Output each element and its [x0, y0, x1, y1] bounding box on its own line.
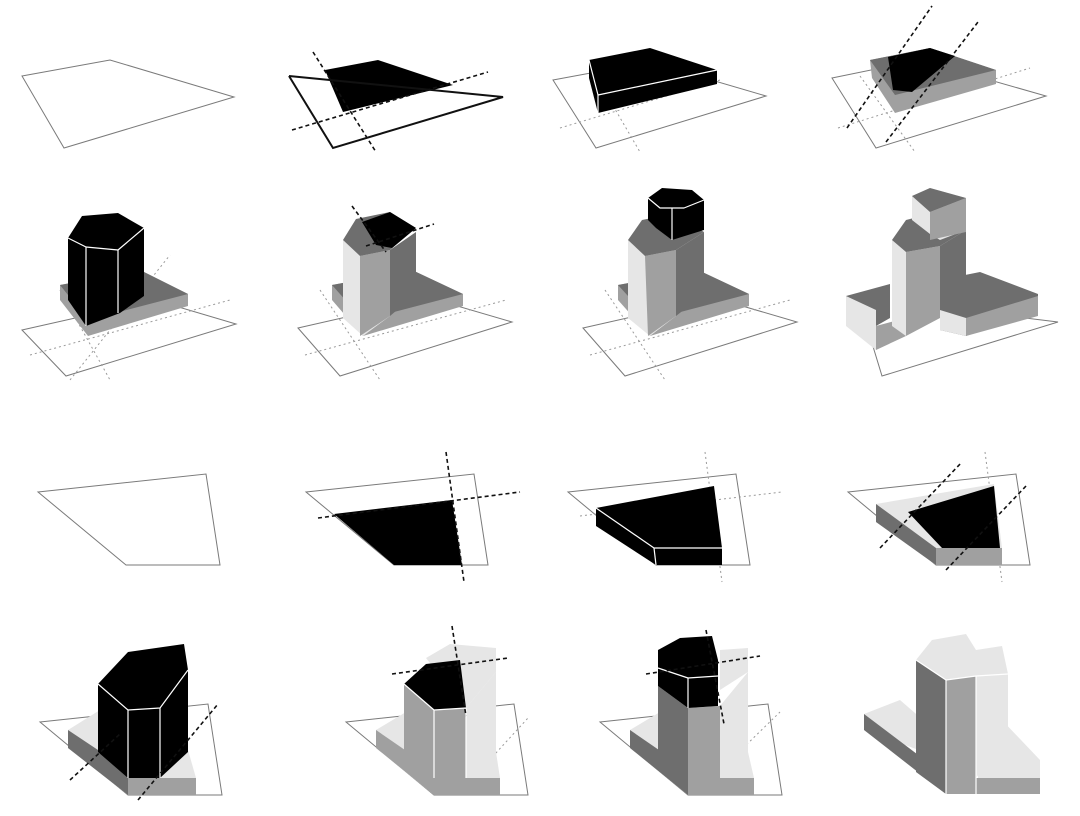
step-b8-final-massing	[864, 634, 1040, 794]
step-b6-roof-cut	[344, 625, 529, 796]
step-b4-slab-cuts	[846, 451, 1031, 583]
step-a2-footprint-cut	[288, 51, 504, 153]
step-a5-tower-prism	[21, 213, 238, 381]
step-a7-lifted-block	[582, 188, 799, 381]
step-b3-extruded-slab	[566, 451, 783, 583]
step-b7-lifted-block	[598, 629, 783, 796]
step-a3-extruded-slab	[552, 48, 768, 153]
step-b5-tower-prism	[38, 644, 223, 801]
step-a1-site-outline	[21, 59, 236, 149]
step-b1-site-outline	[36, 473, 221, 566]
step-a8-final-massing	[846, 188, 1059, 377]
step-b2-footprint-cut	[304, 451, 521, 583]
step-a4-slab-cuts	[831, 5, 1048, 153]
step-a6-roof-cut	[297, 205, 514, 381]
